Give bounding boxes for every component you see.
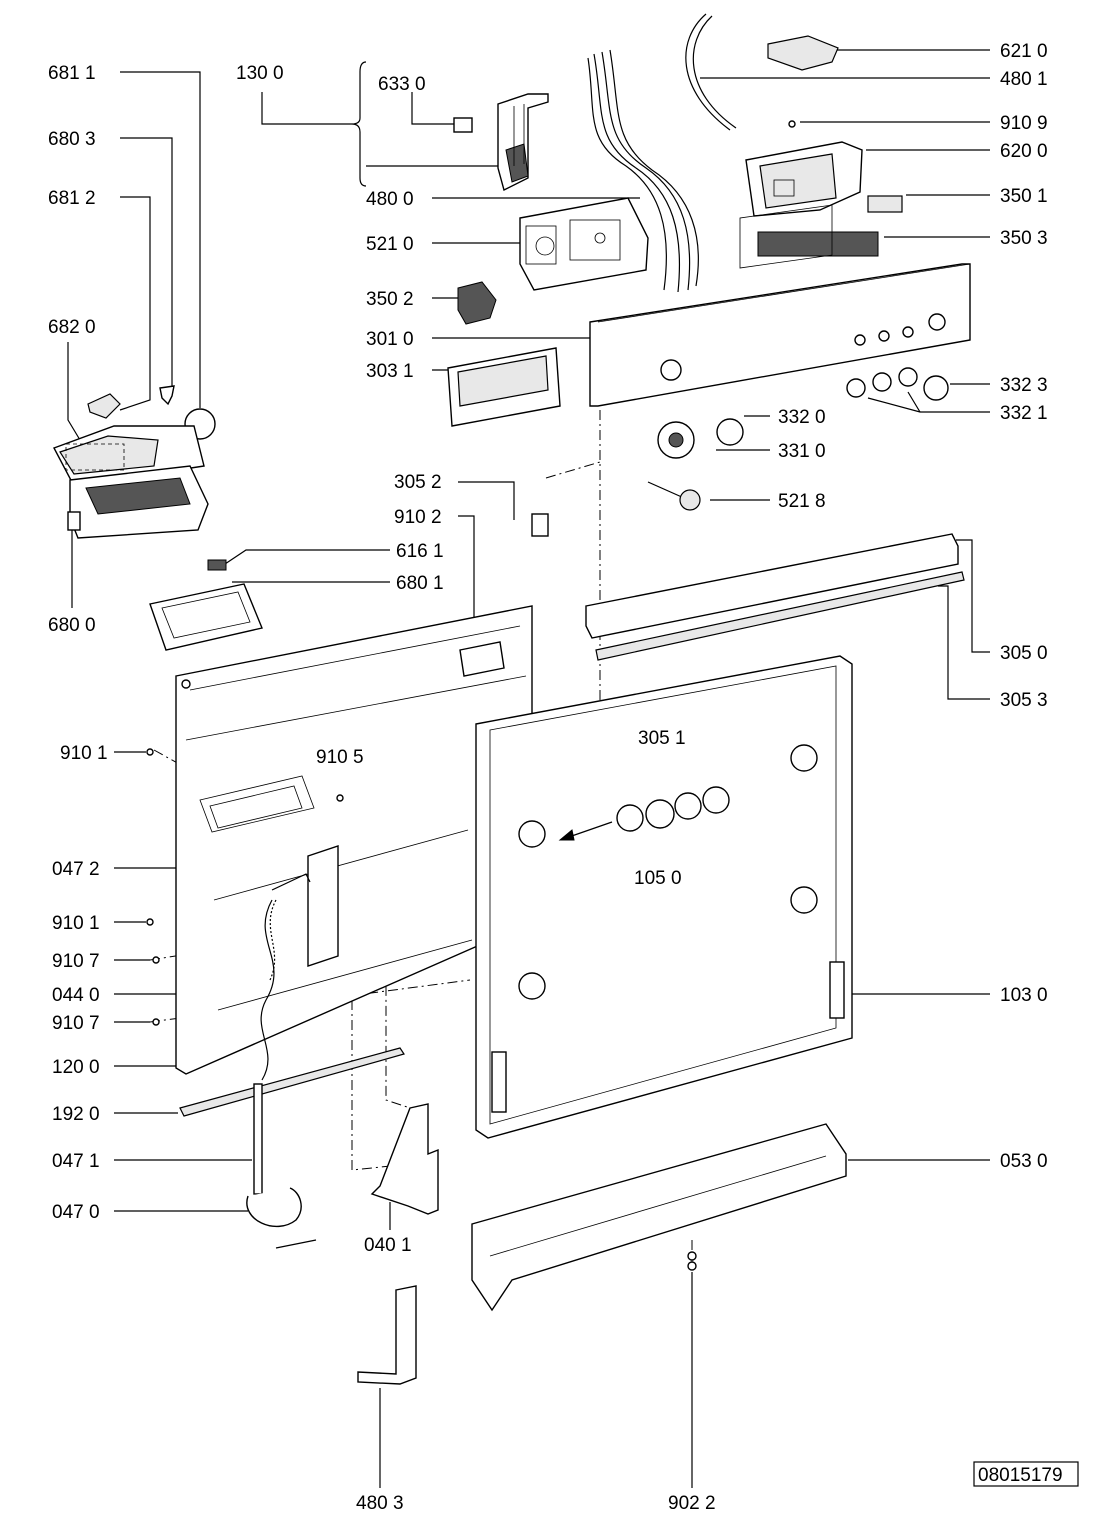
wire-harness	[587, 13, 737, 293]
top-strips	[585, 533, 965, 661]
control-panel	[589, 204, 971, 407]
label-350-2: 350 2	[366, 289, 414, 310]
label-120-0: 120 0	[52, 1057, 100, 1078]
part-labels: 681 1 680 3 681 2 682 0 680 0 130 0 633 …	[48, 41, 1063, 1514]
label-305-1: 305 1	[638, 728, 686, 749]
label-301-0: 301 0	[366, 329, 414, 350]
label-633-0: 633 0	[378, 74, 426, 95]
door-spring	[260, 873, 311, 1081]
microswitch-part	[453, 117, 473, 133]
label-480-0: 480 0	[366, 189, 414, 210]
label-680-0: 680 0	[48, 615, 96, 636]
label-047-0: 047 0	[52, 1202, 100, 1223]
label-331-0: 331 0	[778, 441, 826, 462]
drawing-number: 08015179	[978, 1465, 1063, 1486]
label-044-0: 044 0	[52, 985, 100, 1006]
label-047-2: 047 2	[52, 859, 100, 880]
hinge-pin	[531, 513, 549, 537]
small-switch	[207, 559, 227, 571]
knobs	[657, 367, 949, 459]
screw-910-9	[788, 120, 796, 128]
label-303-1: 303 1	[366, 361, 414, 382]
electronic-module	[767, 35, 839, 71]
detergent-dispenser	[53, 425, 209, 539]
label-681-1: 681 1	[48, 63, 96, 84]
label-910-1a: 910 1	[60, 743, 108, 764]
outer-door-panel	[475, 655, 853, 1139]
label-350-1: 350 1	[1000, 186, 1048, 207]
bottom-rail	[179, 1047, 405, 1117]
label-305-3: 305 3	[1000, 690, 1048, 711]
selector-part	[457, 281, 497, 325]
screws-left	[146, 748, 344, 1026]
label-682-0: 682 0	[48, 317, 96, 338]
sensor-part	[647, 481, 701, 511]
label-910-7b: 910 7	[52, 1013, 100, 1034]
label-621-0: 621 0	[1000, 41, 1048, 62]
hinge-bracket	[370, 1103, 439, 1215]
label-681-2: 681 2	[48, 188, 96, 209]
label-040-1: 040 1	[364, 1235, 412, 1256]
label-103-0: 103 0	[1000, 985, 1048, 1006]
label-680-1: 680 1	[396, 573, 444, 594]
label-305-2: 305 2	[394, 472, 442, 493]
label-350-3: 350 3	[1000, 228, 1048, 249]
label-480-3: 480 3	[356, 1493, 404, 1514]
label-130-0: 130 0	[236, 63, 284, 84]
rocker-switch-panel	[757, 231, 879, 257]
label-047-1: 047 1	[52, 1151, 100, 1172]
lever-part	[87, 393, 121, 419]
screw-902-2	[687, 1251, 697, 1271]
label-620-0: 620 0	[1000, 141, 1048, 162]
label-910-5: 910 5	[316, 747, 364, 768]
programmer-bracket	[745, 141, 863, 217]
control-board	[519, 197, 649, 291]
label-332-0: 332 0	[778, 407, 826, 428]
label-305-0: 305 0	[1000, 643, 1048, 664]
label-680-3: 680 3	[48, 129, 96, 150]
gasket-frame	[149, 583, 263, 651]
label-910-2: 910 2	[394, 507, 442, 528]
inner-door-panel	[175, 605, 533, 1075]
label-521-0: 521 0	[366, 234, 414, 255]
label-910-9: 910 9	[1000, 113, 1048, 134]
drawing-number-box	[973, 1461, 1079, 1487]
label-910-1b: 910 1	[52, 913, 100, 934]
label-105-0: 105 0	[634, 868, 682, 889]
label-910-7a: 910 7	[52, 951, 100, 972]
l-bracket	[357, 1285, 417, 1385]
label-616-1: 616 1	[396, 541, 444, 562]
clip-part	[159, 385, 175, 406]
door-lock-part	[497, 93, 549, 192]
label-902-2: 902 2	[668, 1493, 716, 1514]
label-332-1: 332 1	[1000, 403, 1048, 424]
label-332-3: 332 3	[1000, 375, 1048, 396]
label-192-0: 192 0	[52, 1104, 100, 1125]
label-521-8: 521 8	[778, 491, 826, 512]
label-053-0: 053 0	[1000, 1151, 1048, 1172]
door-handle	[447, 347, 561, 427]
label-480-1: 480 1	[1000, 69, 1048, 90]
kick-plate	[471, 1123, 847, 1312]
label-part	[867, 195, 903, 213]
spring-lever	[246, 1083, 317, 1249]
